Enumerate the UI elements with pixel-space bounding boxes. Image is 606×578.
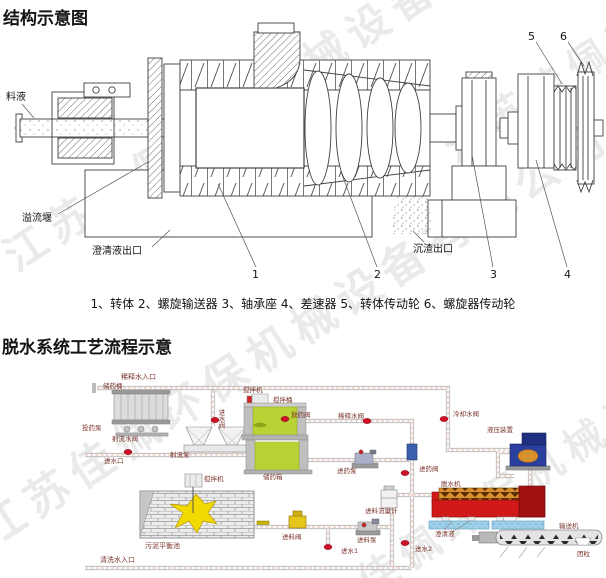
jet-pump <box>183 426 251 453</box>
label-feed-valve: 进料阀 <box>282 532 302 541</box>
label-sediment-outlet: 沉渣出口 <box>413 242 453 255</box>
sludge <box>169 493 218 534</box>
callout-5: 5 <box>528 30 535 43</box>
balance-pool <box>139 473 255 539</box>
leader-lines <box>21 41 585 268</box>
label-chem-box: 储药箱 <box>263 472 283 481</box>
bowl-drive-pulley <box>553 85 577 171</box>
label-mixing-tank: 搅拌桶 <box>273 395 293 404</box>
pipe-end <box>92 383 96 393</box>
left-bearing <box>51 82 131 165</box>
gearbox <box>499 73 555 169</box>
screw-drive-pulley <box>576 60 604 194</box>
label-feed-pump: 进料泵 <box>357 535 377 544</box>
conveyor <box>472 529 603 559</box>
label-clarified-outlet: 澄清液出口 <box>92 244 142 257</box>
label-chem-valve: 进药阀 <box>419 464 439 473</box>
label-balance-pool: 污泥平衡池 <box>145 541 180 550</box>
label-dewaterer: 脱水机 <box>441 479 461 488</box>
overflow-weir-plate <box>147 57 163 199</box>
label-water2: 进水2 <box>415 544 432 553</box>
shaft <box>429 113 457 143</box>
parts-caption: 1、转体 2、螺旋输送器 3、轴承座 4、差速器 5、转体传动轮 6、螺旋器传动… <box>90 297 516 311</box>
label-chem-pump: 进药泵 <box>337 466 357 475</box>
flow-diagram: 稀释水入口 储药桶 投药泵 射流水阀 进水口 射流泵 进水阀 搅拌机 搅拌桶 放… <box>82 372 603 568</box>
flow-title: 脱水系统工艺流程示意 <box>2 338 172 358</box>
screw-flights <box>303 69 431 187</box>
label-release-valve: 放药阀 <box>291 410 311 419</box>
callout-1: 1 <box>252 268 259 281</box>
hydraulic-unit <box>505 432 551 471</box>
top-bracket <box>253 31 301 89</box>
bowl-shell-top <box>179 59 431 91</box>
feed-flowmeter <box>380 485 398 509</box>
conveyor-hub <box>195 87 305 169</box>
label-wash-inlet: 清洗水入口 <box>100 555 135 564</box>
pipe-blue-section <box>406 443 418 461</box>
callout-6: 6 <box>560 30 567 43</box>
label-dilution-valve: 稀释水阀 <box>338 411 364 420</box>
chem-box <box>243 439 313 475</box>
pellet-icon <box>574 537 592 546</box>
label-clarified: 澄清液 <box>435 529 455 538</box>
pool-outlet-valve <box>256 520 270 525</box>
label-feed-flowmeter: 进料流量计 <box>365 506 398 515</box>
label-jet-pump: 射流泵 <box>170 450 190 459</box>
structure-diagram: 料液 溢流堰 澄清液出口 沉渣出口 1 2 3 4 5 6 <box>6 22 604 281</box>
valves <box>123 416 449 550</box>
callout-4: 4 <box>564 268 571 281</box>
label-dosing-pump: 投药泵 <box>82 423 102 432</box>
label-dilution-inlet: 稀释水入口 <box>121 372 156 381</box>
callout-2: 2 <box>374 268 381 281</box>
label-water-valve: 射流水阀 <box>112 434 138 443</box>
label-chem-barrel: 储药桶 <box>103 381 123 390</box>
dewaterer-machine <box>428 485 546 533</box>
label-water-inlet: 进水口 <box>104 456 124 465</box>
feed-valve <box>288 510 307 529</box>
label-pellets: 团粒 <box>577 549 591 558</box>
chem-feed-pump <box>351 449 379 469</box>
label-conveyor: 输送机 <box>559 521 579 530</box>
mixing-tank <box>241 393 309 441</box>
label-pool-mixer: 搅拌机 <box>204 474 224 483</box>
callout-3: 3 <box>490 268 497 281</box>
label-hydraulic: 液压装置 <box>487 425 514 434</box>
label-mixer: 搅拌机 <box>243 385 263 394</box>
bowl-shell-bottom <box>179 165 431 197</box>
chem-barrel <box>111 389 171 437</box>
structure-title: 结构示意图 <box>3 9 88 29</box>
feed-pump <box>355 518 381 536</box>
label-feed: 料液 <box>6 90 26 103</box>
feed-tube <box>19 118 171 138</box>
label-overflow-weir: 溢流堰 <box>22 211 52 224</box>
label-water1: 进水1 <box>341 546 358 555</box>
bearing-seat <box>441 71 517 238</box>
label-cooling-valve: 冷却水阀 <box>453 409 479 418</box>
label-inlet-valve: 进水阀 <box>217 409 225 430</box>
